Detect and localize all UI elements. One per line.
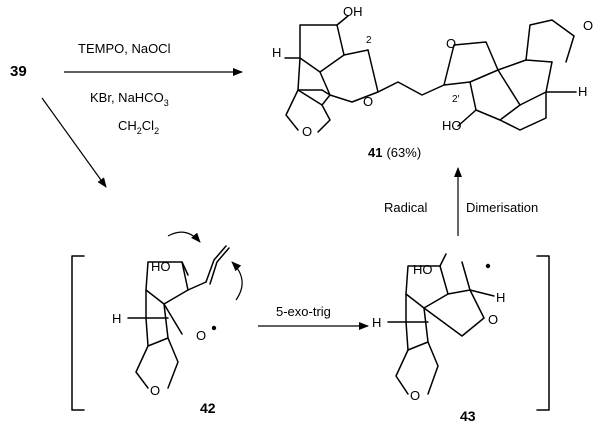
product-41-caption: 41(63%) bbox=[368, 145, 421, 160]
product-oh-left: OH bbox=[343, 4, 363, 19]
bracket-right bbox=[536, 255, 550, 411]
int43-radical-dot bbox=[485, 263, 491, 269]
int42-o-radical: O bbox=[196, 328, 206, 343]
curly-arrow-radical bbox=[231, 261, 243, 301]
int42-h: H bbox=[112, 311, 121, 326]
reagents-line-2: KBr, NaHCO3 bbox=[90, 90, 169, 108]
product-h-right: H bbox=[578, 84, 587, 99]
int42-ho: HO bbox=[151, 259, 171, 274]
int42-o-bottom: O bbox=[150, 383, 160, 398]
product-locant-2: 2 bbox=[366, 35, 372, 46]
cyclization-label: 5-exo-trig bbox=[276, 304, 331, 319]
product-o-left-bottom: O bbox=[302, 124, 312, 139]
curly-arrow-alkene bbox=[167, 231, 201, 243]
product-41-structure bbox=[284, 15, 577, 133]
product-o-right-ring: O bbox=[446, 36, 456, 51]
int43-o-bottom: O bbox=[410, 388, 420, 403]
int43-h-left: H bbox=[372, 315, 381, 330]
product-o-left-ring: O bbox=[363, 94, 373, 109]
radical-label: Radical bbox=[384, 200, 427, 215]
radical-generation-arrow bbox=[41, 97, 107, 188]
int43-ho: HO bbox=[413, 262, 433, 277]
int42-radical-dot bbox=[211, 325, 217, 331]
intermediate-42-structure bbox=[127, 245, 230, 389]
dimerisation-label: Dimerisation bbox=[466, 200, 538, 215]
solvent-label: CH2Cl2 bbox=[118, 118, 159, 136]
product-o-right-top: O bbox=[583, 18, 593, 33]
bracket-left bbox=[71, 255, 85, 411]
intermediate-43-structure bbox=[387, 253, 495, 395]
reagents-line-1: TEMPO, NaOCl bbox=[78, 41, 171, 56]
product-locant-2prime: 2′ bbox=[452, 94, 460, 105]
product-h-left: H bbox=[272, 45, 281, 60]
int43-caption: 43 bbox=[460, 408, 476, 424]
compound-39-label: 39 bbox=[10, 63, 27, 80]
product-oh-right: HO bbox=[442, 118, 462, 133]
int42-caption: 42 bbox=[200, 400, 216, 416]
int43-o-ring: O bbox=[488, 312, 498, 327]
int43-h-right: H bbox=[496, 290, 505, 305]
